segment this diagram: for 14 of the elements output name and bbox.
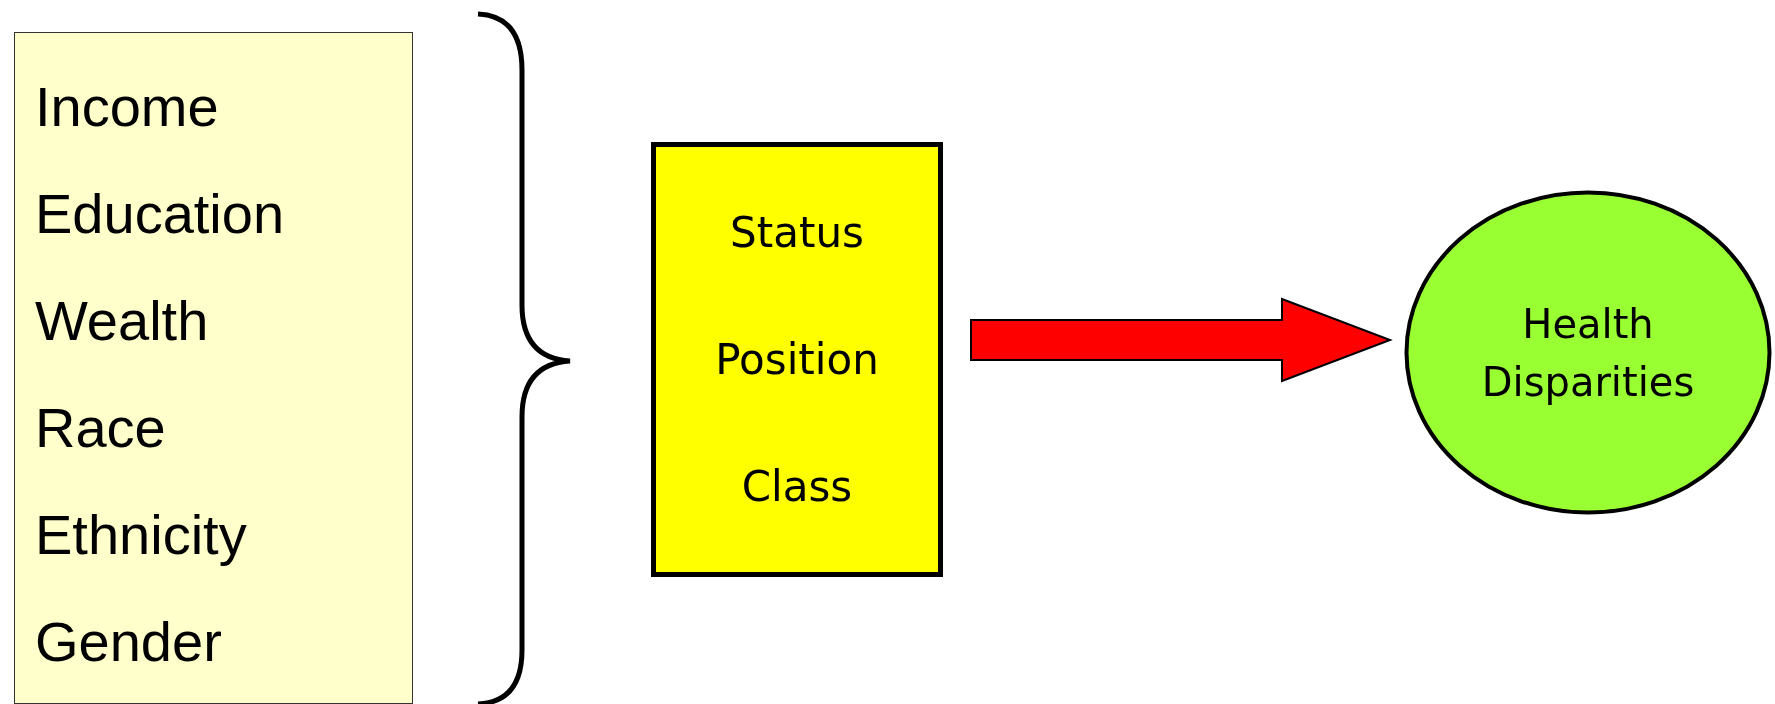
node-label: Health Disparities (1480, 299, 1696, 407)
node-label: Position (715, 334, 879, 386)
list-item: Education (35, 181, 285, 247)
list-item: Race (35, 395, 166, 461)
outcome-ellipse (1404, 190, 1772, 515)
list-item: Ethnicity (35, 502, 247, 568)
node-label: Status (730, 207, 864, 259)
list-item: Income (35, 74, 219, 140)
list-item: Gender (35, 609, 222, 675)
list-item: Wealth (35, 288, 209, 354)
concept-box (651, 142, 943, 577)
node-label: Class (741, 461, 853, 513)
block-arrow (970, 297, 1393, 383)
list-box (14, 32, 413, 704)
